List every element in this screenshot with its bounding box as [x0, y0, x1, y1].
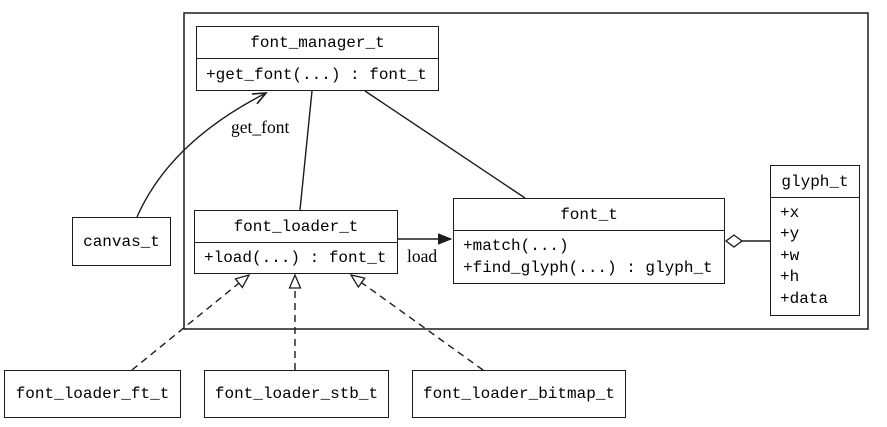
edge-font-manager-to-font-loader	[299, 90, 313, 211]
class-font-manager-t: font_manager_t +get_font(...) : font_t	[196, 26, 439, 91]
class-title-font-loader-stb-t: font_loader_stb_t	[214, 385, 379, 403]
class-members-glyph-t: +x +y +w +h +data	[771, 198, 859, 315]
class-member: +data	[780, 289, 829, 308]
edge-label-get-font: get_font	[231, 117, 290, 137]
class-title-font-loader-ft-t: font_loader_ft_t	[15, 385, 170, 403]
class-members-font-loader-t: +load(...) : font_t	[195, 243, 397, 273]
edge-canvas-to-font-manager	[136, 92, 268, 218]
class-font-loader-t: font_loader_t +load(...) : font_t	[194, 210, 398, 274]
class-font-loader-ft-t: font_loader_ft_t	[4, 370, 181, 418]
class-font-loader-bitmap-t: font_loader_bitmap_t	[412, 370, 626, 418]
class-member: +load(...) : font_t	[204, 249, 387, 267]
edge-bitmap-realizes-font-loader	[349, 274, 484, 371]
edge-ft-realizes-font-loader	[131, 273, 251, 371]
aggregation-diamond	[724, 234, 744, 248]
class-title-glyph-t: glyph_t	[771, 166, 859, 198]
edge-label-load: load	[407, 246, 438, 266]
class-member: +w	[780, 246, 800, 265]
class-title-font-t: font_t	[454, 199, 724, 231]
class-title-font-loader-bitmap-t: font_loader_bitmap_t	[422, 385, 616, 403]
class-title-canvas-t: canvas_t	[83, 232, 160, 251]
package-boundary	[183, 12, 869, 330]
class-member: +x	[780, 203, 800, 222]
class-member: +find_glyph(...) : glyph_t	[463, 259, 713, 277]
class-member: +get_font(...) : font_t	[206, 65, 427, 84]
class-font-t: font_t +match(...) +find_glyph(...) : gl…	[453, 198, 725, 284]
class-members-font-manager-t: +get_font(...) : font_t	[197, 59, 438, 90]
class-member: +y	[780, 225, 800, 244]
class-member: +h	[780, 268, 800, 287]
class-members-font-t: +match(...) +find_glyph(...) : glyph_t	[454, 231, 724, 283]
class-font-loader-stb-t: font_loader_stb_t	[204, 370, 389, 418]
class-member: +match(...)	[463, 237, 569, 255]
edge-font-manager-to-font	[364, 90, 526, 199]
class-canvas-t: canvas_t	[72, 217, 171, 266]
class-glyph-t: glyph_t +x +y +w +h +data	[770, 165, 860, 316]
class-title-font-manager-t: font_manager_t	[197, 27, 438, 59]
class-title-font-loader-t: font_loader_t	[195, 211, 397, 243]
